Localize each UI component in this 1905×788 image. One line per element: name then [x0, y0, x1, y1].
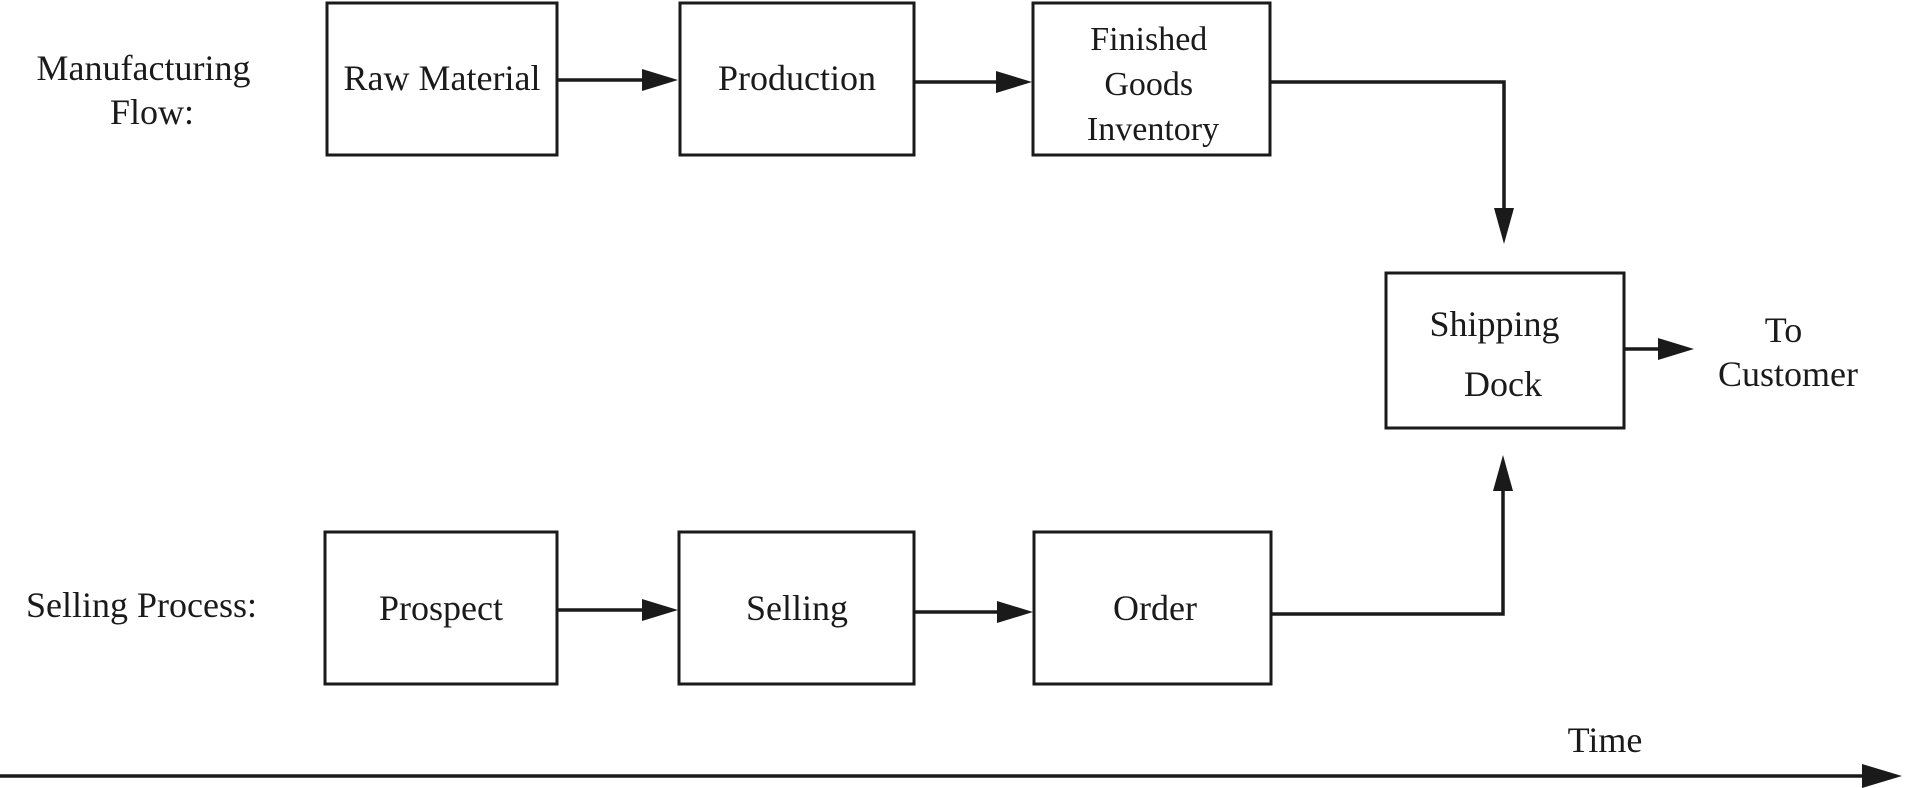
label-manufacturing-flow: Manufacturing Flow: — [37, 48, 260, 132]
box-shipping-dock — [1384, 271, 1626, 430]
arrowhead-order-to-shipping-dock — [1493, 455, 1513, 491]
box-finished-goods-inventory-label: Finished Goods Inventory — [1087, 21, 1219, 148]
box-prospect-label: Prospect — [379, 588, 503, 628]
arrowhead-production-to-finished-goods — [996, 71, 1032, 93]
label-to-customer: To Customer — [1718, 310, 1858, 394]
box-production-label: Production — [718, 58, 876, 98]
arrowhead-prospect-to-selling — [642, 599, 678, 621]
box-shipping-dock-label: Shipping Dock — [1429, 304, 1568, 404]
label-selling-process: Selling Process: — [26, 585, 257, 625]
time-axis-arrowhead — [1862, 764, 1902, 788]
arrowhead-selling-to-order — [997, 601, 1033, 623]
box-prospect — [323, 530, 559, 686]
box-production — [678, 1, 916, 157]
arrow-order-to-shipping-dock — [1271, 487, 1505, 616]
box-raw-material — [325, 1, 559, 157]
box-raw-material-label: Raw Material — [344, 58, 541, 98]
arrow-finished-goods-to-shipping-dock — [1270, 80, 1506, 212]
arrowhead-shipping-dock-to-customer — [1658, 338, 1694, 360]
box-order-label: Order — [1113, 588, 1197, 628]
box-selling-label: Selling — [746, 588, 848, 628]
label-time: Time — [1568, 720, 1643, 760]
box-order — [1032, 530, 1273, 686]
arrowhead-raw-material-to-production — [642, 69, 678, 91]
arrowhead-finished-goods-to-shipping-dock — [1494, 208, 1514, 244]
box-finished-goods-inventory — [1031, 1, 1272, 157]
box-selling — [677, 530, 916, 686]
